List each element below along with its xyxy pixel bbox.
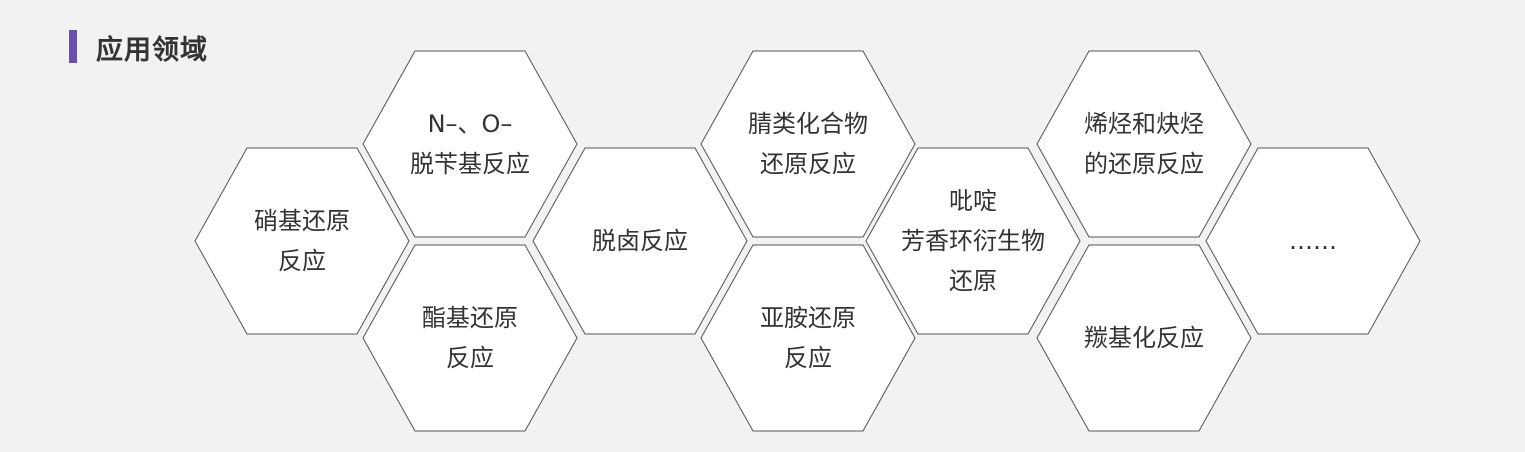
section-title: 应用领域 <box>96 35 208 66</box>
hexagon-label: 腈类化合物 还原反应 <box>748 110 868 178</box>
hexagon-label: N–、O– 脱苄基反应 <box>410 110 530 178</box>
section-accent-bar <box>69 30 77 63</box>
hexagon-label: …… <box>1289 227 1337 255</box>
hexagon-label: 吡啶 芳香环衍生物 还原 <box>901 187 1045 295</box>
hexagon-3 <box>362 244 578 432</box>
hexagon-label: 脱卤反应 <box>592 227 688 255</box>
hexagon-label: 亚胺还原 反应 <box>760 304 856 372</box>
hexagon-label: 酯基还原 反应 <box>422 304 518 372</box>
hexagon-6 <box>700 244 916 432</box>
hexagon-9 <box>1036 244 1252 432</box>
hexagon-5 <box>700 50 916 238</box>
hexagon-8 <box>1036 50 1252 238</box>
hexagon-label: 硝基还原 反应 <box>254 207 350 275</box>
hexagon-7 <box>865 147 1081 335</box>
hexagon-2 <box>362 50 578 238</box>
hexagon-10 <box>1205 147 1421 335</box>
hexagon-label: 羰基化反应 <box>1084 324 1204 352</box>
hexagon-4 <box>532 147 748 335</box>
hexagon-1 <box>194 147 410 335</box>
hexagon-label: 烯烃和炔烃 的还原反应 <box>1084 110 1204 178</box>
